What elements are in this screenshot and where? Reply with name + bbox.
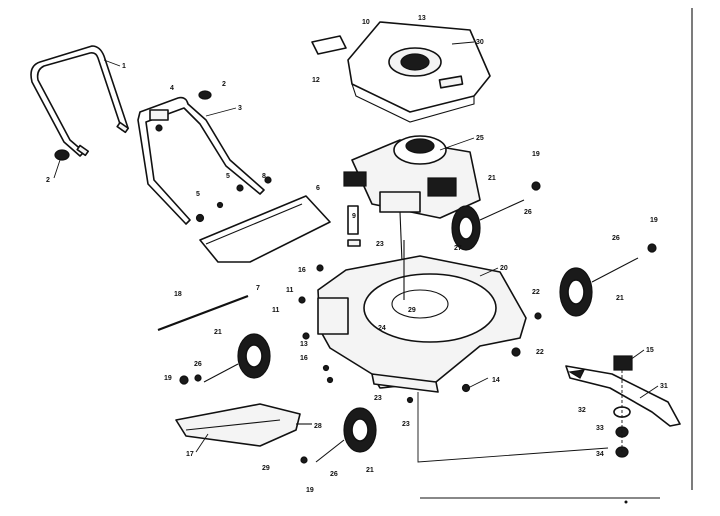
callout-26b: 26 (612, 235, 620, 242)
callout-3: 3 (238, 105, 242, 112)
callout-16a: 16 (298, 267, 306, 274)
rear-wheel-far (559, 257, 639, 317)
callout-21c: 21 (214, 329, 222, 336)
callout-30: 30 (476, 39, 484, 46)
callout-27: 27 (454, 245, 462, 252)
callout-21a: 21 (488, 175, 496, 182)
callout-7: 7 (256, 285, 260, 292)
callout-28: 28 (314, 423, 322, 430)
deck (317, 240, 527, 393)
callout-5b: 5 (226, 173, 230, 180)
callout-5a: 5 (196, 191, 200, 198)
front-wheel-bottom (315, 407, 377, 463)
callout-22b: 22 (536, 349, 544, 356)
grass-chute (175, 403, 312, 447)
callout-22a: 22 (532, 289, 540, 296)
decal (311, 35, 347, 55)
axle-rod (157, 294, 249, 332)
rear-wheel-right (451, 199, 525, 251)
callout-2b: 2 (222, 81, 226, 88)
callout-17: 17 (186, 451, 194, 458)
front-wheel (203, 333, 271, 383)
callout-19b: 19 (650, 217, 658, 224)
engine (343, 135, 481, 313)
callout-15: 15 (646, 347, 654, 354)
callout-26a: 26 (524, 209, 532, 216)
callout-labels: 1 2 2 3 4 5 5 6 10 13 12 30 25 19 26 21 … (46, 15, 668, 494)
callout-19d: 19 (306, 487, 314, 494)
callout-23a: 23 (376, 241, 384, 248)
callout-10: 10 (362, 19, 370, 26)
callout-19a: 19 (532, 151, 540, 158)
callout-18: 18 (174, 291, 182, 298)
deflector-plate (199, 195, 331, 263)
callout-12: 12 (312, 77, 320, 84)
callout-26c: 26 (194, 361, 202, 368)
leader-lines (53, 41, 659, 453)
callout-21b: 21 (616, 295, 624, 302)
callout-16b: 16 (300, 355, 308, 362)
callout-21d: 21 (366, 467, 374, 474)
blade (565, 365, 681, 427)
hardware (179, 181, 657, 464)
callout-23c: 23 (402, 421, 410, 428)
blade-adapter (613, 355, 633, 458)
callout-19c: 19 (164, 375, 172, 382)
upper-handle (30, 45, 130, 157)
callout-4: 4 (170, 85, 174, 92)
callout-14: 14 (492, 377, 500, 384)
callout-2a: 2 (46, 177, 50, 184)
speck (624, 500, 628, 504)
callout-34: 34 (596, 451, 604, 458)
callout-11b: 11 (272, 307, 280, 314)
callout-29b: 29 (262, 465, 270, 472)
callout-23b: 23 (374, 395, 382, 402)
callout-24: 24 (378, 325, 386, 332)
callout-8: 8 (262, 173, 266, 180)
lower-handle (137, 96, 272, 225)
callout-26d: 26 (330, 471, 338, 478)
callout-13b: 13 (300, 341, 308, 348)
callout-32: 32 (578, 407, 586, 414)
callout-11a: 11 (286, 287, 294, 294)
callout-6: 6 (316, 185, 320, 192)
callout-31: 31 (660, 383, 668, 390)
callout-13a: 13 (418, 15, 426, 22)
callout-9: 9 (352, 213, 356, 220)
callout-20: 20 (500, 265, 508, 272)
callout-1: 1 (122, 63, 126, 70)
callout-25: 25 (476, 135, 484, 142)
handle-knob (54, 90, 212, 161)
callout-33: 33 (596, 425, 604, 432)
engine-shroud (347, 21, 491, 123)
callout-29: 29 (408, 307, 416, 314)
